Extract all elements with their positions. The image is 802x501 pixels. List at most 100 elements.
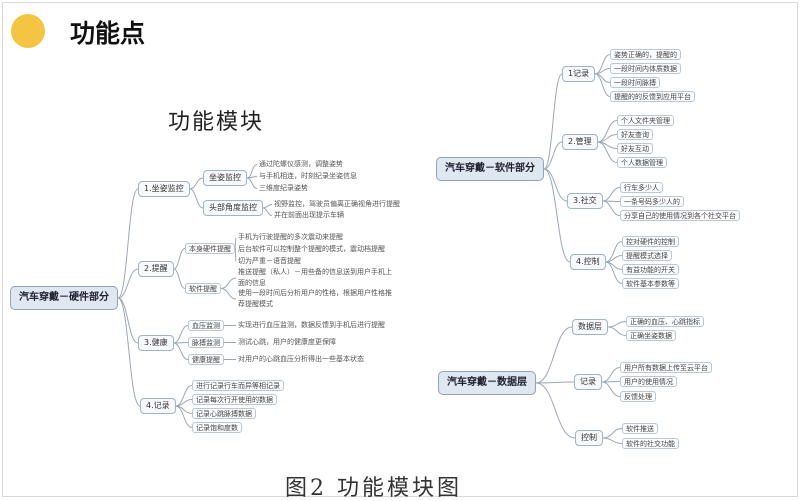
node-sw-social: 3.社交 [567,193,603,209]
node-hw-reminder: 2.提醒 [138,261,174,277]
leaf-text: 记录心跳脉搏数据 [192,408,256,419]
leaf-text: 切为严重－语音提醒 [238,257,301,265]
leaf-text: 行车多少人 [620,182,663,193]
connector [173,268,186,289]
node-hw-self-reminder: 本身硬件提醒 [185,243,235,254]
connector [117,268,139,299]
leaf-text: 个人文件夹管理 [617,115,674,126]
leaf-text: 好友互动 [617,143,653,154]
leaf-text: 提醒的的反馈到应用平台 [610,91,695,102]
connector [173,248,186,270]
leaf-text: 反馈处理 [620,391,656,402]
node-dl-control: 控制 [575,430,603,446]
leaf-text: 有益功能的开关 [622,264,679,275]
leaf-text: 一段时间内体质数据 [610,63,681,74]
connector [605,261,623,284]
leaf-text: 一段时间脉搏 [610,77,660,88]
connector [220,277,237,289]
connector [607,326,627,336]
connector [117,188,139,299]
connector [189,188,204,209]
leaf-text: 后台软件可以控制整个提醒的模式，震动档提醒 [238,245,385,253]
connector [175,405,193,428]
leaf-text: 记录饱和度数 [192,422,242,433]
connector [262,207,273,216]
leaf-text: 推送提醒（私人）－用些备的信息送到用户手机上面的信息 [238,268,392,287]
node-dl-record: 记录 [574,374,602,390]
node-data-root: 汽车穿戴－数据层 [438,371,536,395]
connector [543,168,568,202]
connector [607,321,627,328]
connector [117,297,139,344]
node-hw-head-angle: 头部角度监控 [203,200,263,216]
leaf-text: 一条号码多少人的 [620,196,684,207]
connector [601,381,621,397]
connector [189,177,204,190]
connector [173,342,189,360]
node-sw-control: 4.控制 [570,254,606,270]
diagram-subtitle: 功能模块 [168,110,265,135]
connector [173,325,189,344]
leaf-text: 实现进行血压监测，数据反馈到手机后进行提醒 [238,321,385,329]
leaf-text: 对用户的心跳血压分析得出一些基本状态 [238,355,364,363]
leaf-text: 好友查询 [617,129,653,140]
leaf-text: 通过陀螺仪感测，调整姿势 [259,160,343,168]
leaf-text: 手机为行驶提醒的多次震动来提醒 [238,233,343,241]
leaf-text: 正确的血压、心跳指标 [626,316,704,327]
connector [246,164,258,179]
connector [543,141,563,170]
leaf-text: 记录每次行开使用的数据 [192,394,277,405]
connector [602,187,621,202]
connector [602,437,623,444]
connector [543,73,563,170]
bullet-dot-icon [11,14,45,48]
leaf-text: 用户所有数据上传至云平台 [620,362,712,373]
connector [262,204,273,209]
leaf-text: 用户的使用情况 [620,376,677,387]
leaf-text: 并在前面出现提示车辆 [274,211,344,219]
connector [543,168,571,263]
page-title: 功能点 [70,19,146,48]
leaf-text: 与手机相连，时刻纪录坐姿信息 [259,172,357,180]
connector [234,248,237,262]
connector [597,141,618,163]
leaf-text: 分享自己的使用情况到各个社交平台 [620,210,740,221]
node-hw-health-reminder: 健康提醒 [188,354,224,365]
node-software-root: 汽车穿戴－软件部分 [436,157,544,181]
connector [601,367,621,383]
leaf-text: 软件基本参数等 [622,278,679,289]
leaf-text: 个人数据管理 [617,157,667,168]
leaf-text: 控对硬件的控制 [622,236,679,247]
connector [173,342,189,344]
node-hw-pulse: 脉搏监测 [188,337,224,348]
node-hw-bp: 血压监测 [188,320,224,331]
leaf-text: 姿势正确的，提醒的 [610,49,681,60]
connector [602,428,623,439]
connector [535,381,575,384]
leaf-text: 使用一段时间后分析用户的性格，根据用户性格推荐提醒模式 [238,289,392,308]
leaf-text: 软件的社交功能 [622,438,679,449]
leaf-text: 视野监控，驾驶员偏离正确视角进行提醒 [274,200,400,208]
node-hw-record: 4.记录 [140,398,176,414]
node-hw-soft-reminder: 软件提醒 [185,283,221,294]
connector [535,326,573,384]
node-dl-data: 数据层 [572,319,608,335]
figure-caption: 图2 功能模块图 [285,476,462,501]
node-hw-sitting-monitor: 1.坐姿监控 [138,181,190,197]
connector [602,200,621,216]
connector [601,381,621,383]
leaf-text: 三维度纪录姿势 [259,184,308,192]
connector [246,177,258,189]
connector [117,297,141,407]
connector [535,382,576,439]
leaf-text: 软件推送 [622,423,658,434]
leaf-text: 测试心跳，用户的健康度更保障 [238,338,336,346]
leaf-text: 提醒模式选择 [622,250,672,261]
connector [220,288,237,300]
node-sw-manage: 2.管理 [562,134,598,150]
node-hw-health: 3.健康 [138,335,174,351]
connector [594,73,611,97]
